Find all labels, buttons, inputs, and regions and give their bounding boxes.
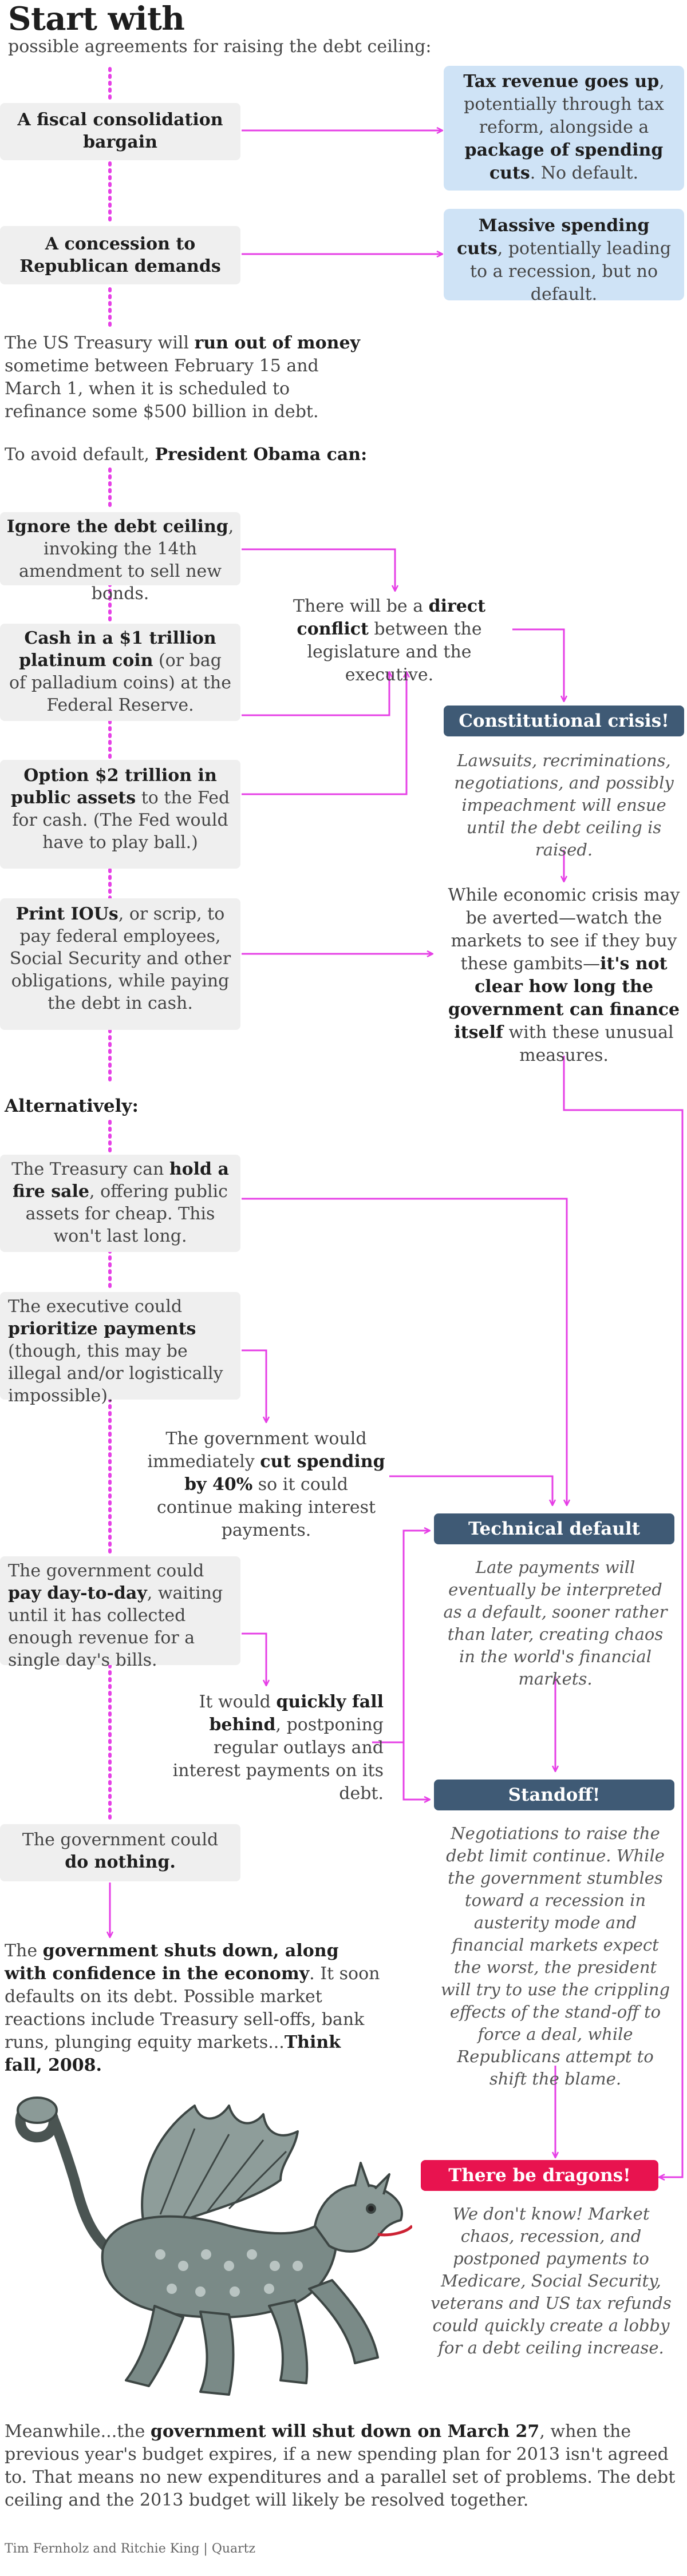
- econ-bold: it's not clear how long the government c…: [448, 954, 680, 1043]
- option-ious-box: Print IOUs, or scrip, to pay federal emp…: [0, 898, 240, 1030]
- crisis-desc: Lawsuits, recriminations, negotiations, …: [454, 751, 674, 859]
- alt-donothing-bold: do nothing.: [65, 1852, 176, 1872]
- alt-prioritize-bold: prioritize payments: [8, 1319, 196, 1339]
- shutdown-text: The government shuts down, along with co…: [5, 1940, 382, 2077]
- treasury-pre: The US Treasury will: [5, 333, 195, 353]
- meanwhile-post: , when the previous year's budget expire…: [5, 2422, 676, 2510]
- fall-behind-bold: quickly fall behind: [209, 1692, 384, 1735]
- arrow-cut-to-technical: [389, 1475, 552, 1505]
- conflict-post: between the legislature and the executiv…: [307, 619, 482, 685]
- cut-spending-post: so it could continue making interest pay…: [156, 1475, 376, 1540]
- technical-default-label: Technical default: [434, 1513, 674, 1544]
- cut-spending-pre: The government would immediately: [147, 1429, 367, 1472]
- econ-pre: While economic crisis may be averted—wat…: [448, 885, 680, 974]
- alt-firesale-pre: The Treasury can: [11, 1159, 169, 1179]
- page-subtitle: possible agreements for raising the debt…: [8, 37, 432, 57]
- option-ignore-text: , invoking the 14th amendment to sell ne…: [18, 517, 234, 604]
- outcome-cuts-box: Massive spending cuts, potentially leadi…: [444, 209, 684, 304]
- dragon-illustration: [15, 2097, 412, 2396]
- alt-daytoday-pre: The government could: [8, 1561, 204, 1581]
- arrow-fallbehind-to-technical: [372, 1531, 429, 1743]
- alt-daytoday-text: , waiting until it has collected enough …: [8, 1583, 223, 1670]
- option-coin-text: (or bag of palladium coins) at the Feder…: [9, 651, 231, 715]
- shutdown-post: . It soon defaults on its debt. Possible…: [5, 1964, 380, 2052]
- shutdown-bold2: Think fall, 2008.: [5, 2032, 341, 2075]
- alt-prioritize-pre: The executive could: [8, 1297, 183, 1317]
- dragons-label: There be dragons!: [421, 2160, 658, 2191]
- outcome-tax-box: Tax revenue goes up, potentially through…: [444, 66, 684, 191]
- page-title: Start with: [8, 0, 185, 38]
- agreement-fiscal-label: A fiscal consolidation bargain: [17, 110, 223, 152]
- fall-behind-pre: It would: [199, 1692, 277, 1712]
- standoff-desc: Negotiations to raise the debt limit con…: [440, 1824, 670, 2088]
- alt-prioritize-text: (though, this may be illegal and/or logi…: [8, 1341, 223, 1406]
- alt-firesale-bold: hold a fire sale: [13, 1159, 229, 1202]
- alt-donothing-box: The government could do nothing.: [0, 1824, 240, 1881]
- cut-spending-bold: cut spending by 40%: [184, 1452, 385, 1495]
- fall-behind-text: It would quickly fall behind, postponing…: [166, 1691, 384, 1805]
- option-assets-bold: Option $2 trillion in public assets: [10, 766, 217, 808]
- agreement-concession-label: A concession to Republican demands: [19, 234, 221, 276]
- avoid-bold: President Obama can:: [155, 445, 368, 465]
- shutdown-bold: government shuts down, along with confid…: [5, 1941, 339, 1984]
- arrow-option-to-conflict: [242, 672, 406, 795]
- dragons-desc: We don't know! Market chaos, recession, …: [431, 2204, 672, 2357]
- conflict-bold: direct conflict: [297, 596, 486, 639]
- econ-post: with these unusual measures.: [503, 1023, 674, 1065]
- conflict-text: There will be a direct conflict between …: [269, 595, 510, 687]
- treasury-text: The US Treasury will run out of money so…: [5, 332, 371, 423]
- arrow-daytoday-to-fallbehind: [242, 1632, 266, 1685]
- meanwhile-text: Meanwhile...the government will shut dow…: [5, 2420, 680, 2512]
- treasury-post: sometime between February 15 and March 1…: [5, 356, 319, 422]
- arrow-coin-to-conflict: [242, 672, 389, 716]
- meanwhile-bold: government will shut down on March 27: [150, 2422, 540, 2442]
- shutdown-pre: The: [5, 1941, 43, 1961]
- option-coin-bold: Cash in a $1 trillion platinum coin: [19, 628, 216, 671]
- option-assets-box: Option $2 trillion in public assets to t…: [0, 760, 240, 869]
- alt-daytoday-bold: pay day-to-day: [8, 1583, 147, 1603]
- fall-behind-post: , postponing regular outlays and interes…: [172, 1715, 384, 1804]
- option-ious-bold: Print IOUs: [15, 904, 119, 924]
- outcome-tax-bold1: Tax revenue goes up: [463, 72, 660, 92]
- cut-spending-text: The government would immediately cut spe…: [146, 1428, 386, 1542]
- agreement-fiscal-box: A fiscal consolidation bargain: [0, 103, 240, 160]
- outcome-cuts-text1: , potentially leading to a recession, bu…: [469, 239, 672, 304]
- option-ious-text: , or scrip, to pay federal employees, So…: [9, 904, 231, 1013]
- alt-firesale-box: The Treasury can hold a fire sale, offer…: [0, 1155, 240, 1252]
- arrow-prioritize-to-cut: [242, 1349, 266, 1422]
- alternatively-heading: Alternatively:: [5, 1096, 139, 1116]
- option-ignore-bold: Ignore the debt ceiling: [6, 517, 228, 537]
- alt-daytoday-box: The government could pay day-to-day, wai…: [0, 1556, 240, 1670]
- arrow-fallbehind-to-standoff: [402, 1742, 429, 1800]
- credit-line: Tim Fernholz and Ritchie King | Quartz: [5, 2542, 256, 2556]
- option-coin-box: Cash in a $1 trillion platinum coin (or …: [0, 624, 240, 721]
- treasury-bold: run out of money: [194, 333, 360, 353]
- crisis-label: Constitutional crisis!: [444, 706, 684, 736]
- arrow-conflict-to-crisis: [512, 628, 564, 701]
- alt-prioritize-box: The executive could prioritize payments …: [0, 1292, 240, 1406]
- standoff-label: Standoff!: [434, 1780, 674, 1810]
- avoid-default-text: To avoid default, President Obama can:: [5, 443, 405, 466]
- econ-text: While economic crisis may be averted—wat…: [444, 884, 684, 1067]
- outcome-tax-bold2: package of spending cuts: [464, 140, 664, 183]
- technical-default-desc: Late payments will eventually be interpr…: [443, 1558, 668, 1689]
- meanwhile-pre: Meanwhile...the: [5, 2422, 151, 2442]
- option-assets-text: to the Fed for cash. (The Fed would have…: [12, 788, 230, 853]
- arrow-econ-to-dragons: [563, 1056, 684, 2177]
- option-ignore-box: Ignore the debt ceiling, invoking the 14…: [0, 512, 240, 604]
- alt-firesale-text: , offering public assets for cheap. This…: [25, 1182, 228, 1246]
- alt-donothing-pre: The government could: [22, 1830, 219, 1850]
- outcome-cuts-bold1: Massive spending cuts: [456, 216, 650, 259]
- outcome-tax-text1: , potentially through tax reform, alongs…: [464, 72, 665, 137]
- arrow-firesale-to-technical: [242, 1198, 567, 1505]
- avoid-pre: To avoid default,: [5, 445, 155, 465]
- conflict-pre: There will be a: [293, 596, 429, 616]
- arrow-ignore-to-conflict: [242, 548, 395, 591]
- outcome-tax-text2: . No default.: [530, 163, 639, 183]
- agreement-concession-box: A concession to Republican demands: [0, 226, 240, 284]
